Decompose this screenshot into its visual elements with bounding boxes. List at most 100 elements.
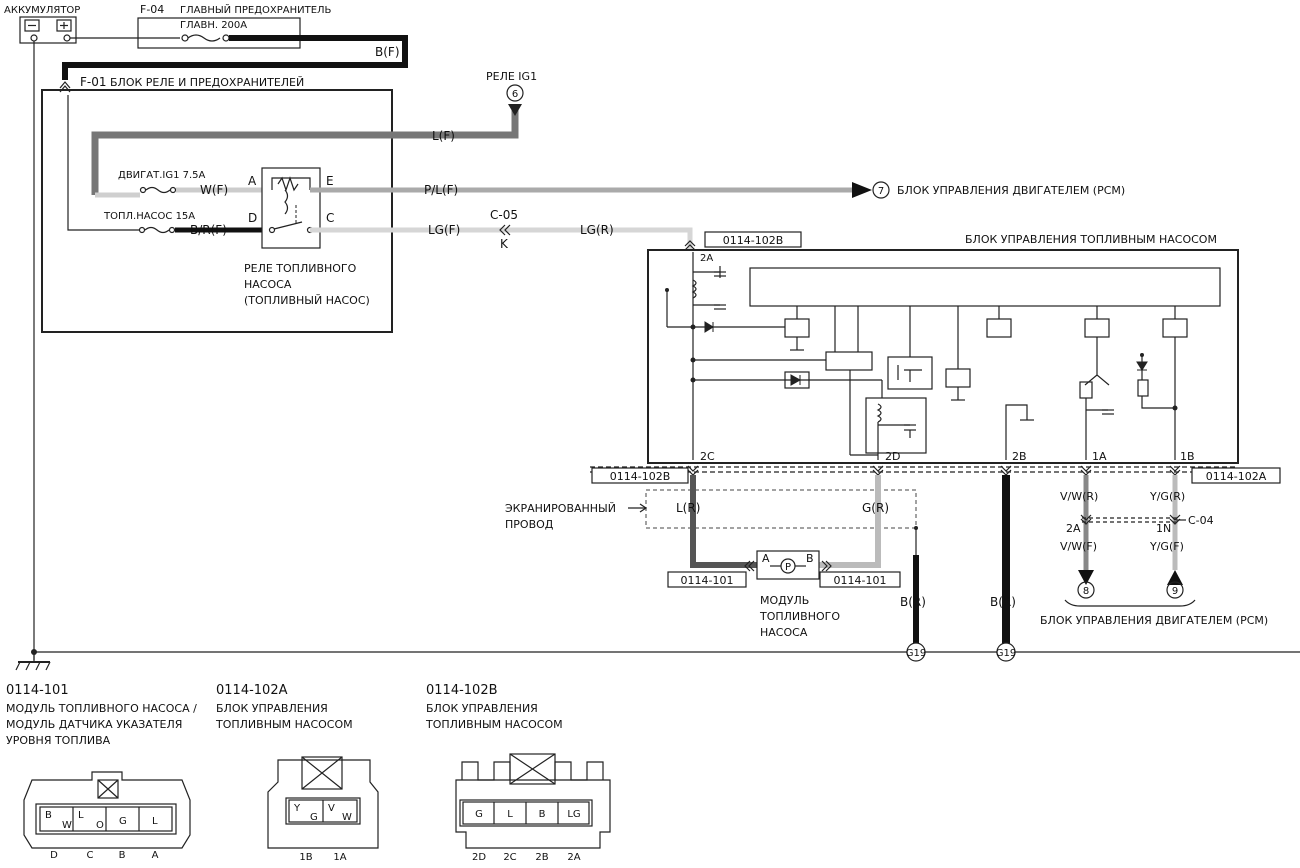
pump-pin-a: A [762, 552, 770, 565]
fpcm-pin-1a: 1A [1092, 450, 1107, 463]
svg-text:9: 9 [1172, 586, 1178, 597]
relay-label-1: РЕЛЕ ТОПЛИВНОГО [244, 262, 357, 275]
svg-text:L: L [152, 816, 158, 827]
pcm-top-label: БЛОК УПРАВЛЕНИЯ ДВИГАТЕЛЕМ (PCM) [897, 184, 1125, 197]
svg-text:ТОПЛИВНЫМ НАСОСОМ: ТОПЛИВНЫМ НАСОСОМ [425, 718, 563, 731]
conn1-code: 0114-101 [6, 683, 69, 698]
wire-lg [310, 227, 693, 250]
fuse-fuel-pump: ТОПЛ.НАСОС 15A [103, 211, 195, 222]
relay-label-2: НАСОСА [244, 278, 292, 291]
wire-ygf-label: Y/G(F) [1149, 540, 1184, 553]
wire-lf [91, 110, 519, 195]
connector-0114-102b: 0114-102B БЛОК УПРАВЛЕНИЯ ТОПЛИВНЫМ НАСО… [425, 683, 611, 863]
pcm-ref-8 [1077, 581, 1095, 599]
svg-text:V: V [328, 803, 335, 814]
svg-text:6: 6 [512, 89, 518, 100]
wire-wf-label: W(F) [200, 183, 228, 197]
svg-text:C: C [87, 850, 94, 861]
wire-lr [690, 475, 760, 568]
battery-neg-terminal [24, 19, 40, 32]
svg-text:LG: LG [567, 809, 580, 820]
svg-text:B: B [45, 810, 52, 821]
connector-k: K [500, 237, 509, 251]
fpcm-title: БЛОК УПРАВЛЕНИЯ ТОПЛИВНЫМ НАСОСОМ [965, 233, 1217, 246]
relay-pin-d: D [248, 211, 257, 225]
conn3-code: 0114-102B [426, 683, 498, 698]
wire-brf-label: B/R(F) [190, 223, 227, 237]
svg-text:W: W [342, 812, 352, 823]
fpcm-conn-right [1191, 467, 1281, 484]
svg-text:МОДУЛЬ ДАТЧИКА УКАЗАТЕЛЯ: МОДУЛЬ ДАТЧИКА УКАЗАТЕЛЯ [6, 718, 182, 731]
wire-lgf-label: LG(F) [428, 223, 460, 237]
svg-text:D: D [50, 850, 58, 861]
pcm-bottom-label: БЛОК УПРАВЛЕНИЯ ДВИГАТЕЛЕМ (PCM) [1040, 614, 1268, 627]
pcm-ref-9 [1166, 581, 1184, 599]
svg-text:УРОВНЯ ТОПЛИВА: УРОВНЯ ТОПЛИВА [6, 734, 111, 747]
relay-fuse-block [41, 89, 393, 333]
pump-label-3: НАСОСА [760, 626, 808, 639]
relay-ig1-label: РЕЛЕ IG1 [486, 70, 537, 83]
pump-conn-right [819, 571, 901, 588]
relay-pin-a: A [248, 174, 257, 188]
svg-text:МОДУЛЬ ТОПЛИВНОГО НАСОСА /: МОДУЛЬ ТОПЛИВНОГО НАСОСА / [6, 702, 197, 715]
connector-0114-101: 0114-101 МОДУЛЬ ТОПЛИВНОГО НАСОСА / МОДУ… [6, 683, 197, 861]
wire-vwf-label: V/W(F) [1060, 540, 1097, 553]
shield-label-2: ПРОВОД [505, 518, 554, 531]
svg-text:2C: 2C [503, 852, 516, 863]
svg-text:2D: 2D [472, 852, 486, 863]
connector-0114-102a: 0114-102A БЛОК УПРАВЛЕНИЯ ТОПЛИВНЫМ НАСО… [215, 683, 379, 863]
svg-text:L: L [507, 809, 513, 820]
svg-text:0114-102A: 0114-102A [1206, 470, 1267, 483]
wire-bf [62, 35, 408, 80]
main-fuse-title: ГЛАВНЫЙ ПРЕДОХРАНИТЕЛЬ [180, 3, 332, 16]
svg-text:L: L [78, 810, 84, 821]
svg-text:G: G [119, 816, 127, 827]
pcm-ref-7 [872, 181, 890, 199]
fpcm-pin-2a: 2A [700, 253, 713, 264]
pump-pin-b: B [806, 552, 814, 565]
svg-text:0114-101: 0114-101 [681, 574, 734, 587]
wire-br2-label: B(R) [990, 595, 1016, 609]
block-title: БЛОК РЕЛЕ И ПРЕДОХРАНИТЕЛЕЙ [110, 76, 304, 89]
main-fuse-rating: ГЛАВН. 200A [180, 20, 247, 31]
battery-pos-terminal [56, 19, 72, 32]
fpcm-conn-left [591, 467, 689, 484]
svg-text:Y: Y [293, 803, 301, 814]
pump-conn-left [667, 571, 747, 588]
svg-text:1A: 1A [333, 852, 346, 863]
shield-label-1: ЭКРАНИРОВАННЫЙ [505, 502, 616, 515]
svg-text:0114-102B: 0114-102B [723, 234, 784, 247]
svg-text:W: W [62, 820, 72, 831]
wire-gr [815, 475, 881, 568]
wire-gr-label: G(R) [862, 501, 889, 515]
svg-text:G: G [310, 812, 318, 823]
svg-text:ТОПЛИВНЫМ НАСОСОМ: ТОПЛИВНЫМ НАСОСОМ [215, 718, 353, 731]
shield-box [645, 489, 917, 529]
fpcm-pin-2c: 2C [700, 450, 715, 463]
battery-label: АККУМУЛЯТОР [4, 5, 80, 16]
svg-text:БЛОК УПРАВЛЕНИЯ: БЛОК УПРАВЛЕНИЯ [216, 702, 328, 715]
wire-vwr-label: V/W(R) [1060, 490, 1098, 503]
wire-lgr-label: LG(R) [580, 223, 614, 237]
battery-box [19, 16, 77, 44]
fpcm-conn-top [704, 231, 802, 248]
fpcm-pin-2b: 2B [1012, 450, 1027, 463]
pin-2a-low: 2A [1066, 522, 1081, 535]
main-fuse-box [137, 17, 301, 49]
fuse-engine-ig1: ДВИГАТ.IG1 7.5A [118, 170, 206, 181]
pump-label-2: ТОПЛИВНОГО [759, 610, 840, 623]
connector-c05: C-05 [490, 208, 518, 222]
svg-text:БЛОК УПРАВЛЕНИЯ: БЛОК УПРАВЛЕНИЯ [426, 702, 538, 715]
fpcm-pin-2d: 2D [885, 450, 900, 463]
svg-text:A: A [152, 850, 159, 861]
ground-g19-2 [996, 642, 1016, 662]
svg-text:P: P [785, 562, 791, 573]
wire-lr-label: L(R) [676, 501, 700, 515]
svg-text:G19: G19 [996, 648, 1016, 659]
wire-br1-label: B(R) [900, 595, 926, 609]
svg-text:B: B [119, 850, 126, 861]
fpcm-ic [749, 267, 1221, 307]
block-code: F-01 [80, 75, 107, 89]
svg-text:0114-102B: 0114-102B [610, 470, 671, 483]
conn2-code: 0114-102A [216, 683, 288, 698]
